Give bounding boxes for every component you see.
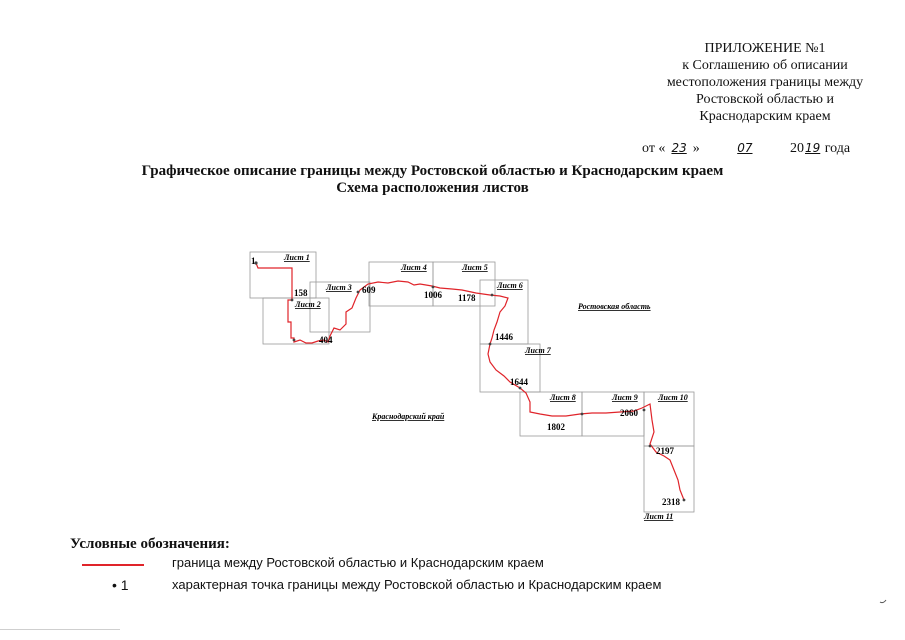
region-rostov: Ростовская область: [578, 302, 651, 311]
date-year-prefix: 20: [790, 141, 804, 156]
point-marker-2197: [648, 444, 652, 448]
sheet-frames: [249, 251, 695, 513]
sheet-label-5: Лист 5: [461, 263, 488, 272]
sheet-label-10: Лист 10: [657, 393, 688, 402]
appendix-line2: к Соглашению об описании: [682, 58, 848, 73]
point-label-1178: 1178: [458, 293, 476, 303]
point-marker-1446: [488, 342, 492, 346]
sheet-frame-5: [432, 261, 496, 307]
sheet-label-8: Лист 8: [549, 393, 576, 402]
scan-mark: [879, 599, 887, 604]
date-mid: »: [692, 141, 700, 156]
sheet-label-7: Лист 7: [524, 346, 552, 355]
sheet-frame-11: [643, 445, 695, 513]
sheet-label-6: Лист 6: [496, 281, 523, 290]
sheet-label-9: Лист 9: [611, 393, 638, 402]
point-label-1802: 1802: [547, 422, 566, 432]
legend-title: Условные обозначения:: [70, 536, 230, 552]
appendix-header: ПРИЛОЖЕНИЕ №1 к Соглашению об описании м…: [640, 40, 890, 125]
appendix-line1: ПРИЛОЖЕНИЕ №1: [704, 41, 826, 56]
point-marker-1006: [431, 285, 435, 289]
point-label-1446: 1446: [495, 332, 514, 342]
point-label-2060: 2060: [620, 408, 639, 418]
point-label-1: 1: [251, 256, 256, 266]
appendix-line3: местоположения границы между: [666, 75, 864, 90]
legend-point-number: 1: [120, 577, 129, 593]
point-marker-609: [356, 290, 360, 294]
legend-boundary-text: граница между Ростовской областью и Крас…: [172, 555, 544, 570]
sheet-label-3: Лист 3: [325, 283, 352, 292]
sheet-frame-7: [479, 343, 541, 393]
date-prefix: от «: [642, 141, 666, 156]
region-krasnodar: Краснодарский край: [371, 412, 445, 421]
appendix-line5: Краснодарским краем: [699, 109, 831, 124]
point-marker-1: [254, 261, 258, 265]
sheet-label-2: Лист 2: [294, 300, 321, 309]
appendix-line4: Ростовской областью и: [696, 92, 834, 107]
point-marker-404: [292, 338, 296, 342]
date-suffix: года: [824, 141, 851, 156]
point-label-2197: 2197: [656, 446, 675, 456]
sheet-label-11: Лист 11: [643, 512, 673, 521]
boundary-line: [255, 262, 685, 501]
point-label-609: 609: [362, 285, 376, 295]
sheet-label-1: Лист 1: [283, 253, 310, 262]
point-label-2318: 2318: [662, 497, 681, 507]
point-label-1006: 1006: [424, 290, 443, 300]
legend-point-text: характерная точка границы между Ростовск…: [172, 577, 662, 592]
point-marker-1644: [518, 386, 522, 390]
sheet-frame-3: [309, 281, 371, 333]
date-month: 07: [737, 141, 753, 155]
point-marker-1802: [580, 412, 584, 416]
scan-edge: [0, 629, 120, 630]
point-marker-2060: [642, 408, 646, 412]
point-label-1644: 1644: [510, 377, 529, 387]
legend-boundary-swatch: [82, 564, 144, 566]
boundary-points: [254, 261, 686, 502]
sheet-frame-2: [262, 297, 330, 345]
point-marker-1178: [490, 293, 494, 297]
point-label-404: 404: [319, 335, 333, 345]
point-marker-2318: [682, 498, 686, 502]
sheet-label-4: Лист 4: [400, 263, 427, 272]
document-title: Графическое описание границы между Росто…: [141, 163, 724, 179]
document-subtitle: Схема расположения листов: [336, 180, 529, 196]
legend-point-swatch: • 1: [112, 577, 129, 593]
date-day: 23: [671, 141, 687, 155]
date-year-suffix: 19: [805, 141, 821, 155]
point-marker-158: [290, 298, 294, 302]
point-label-158: 158: [294, 288, 308, 298]
appendix-date: от « 23 » 07 2019 года: [642, 141, 902, 157]
